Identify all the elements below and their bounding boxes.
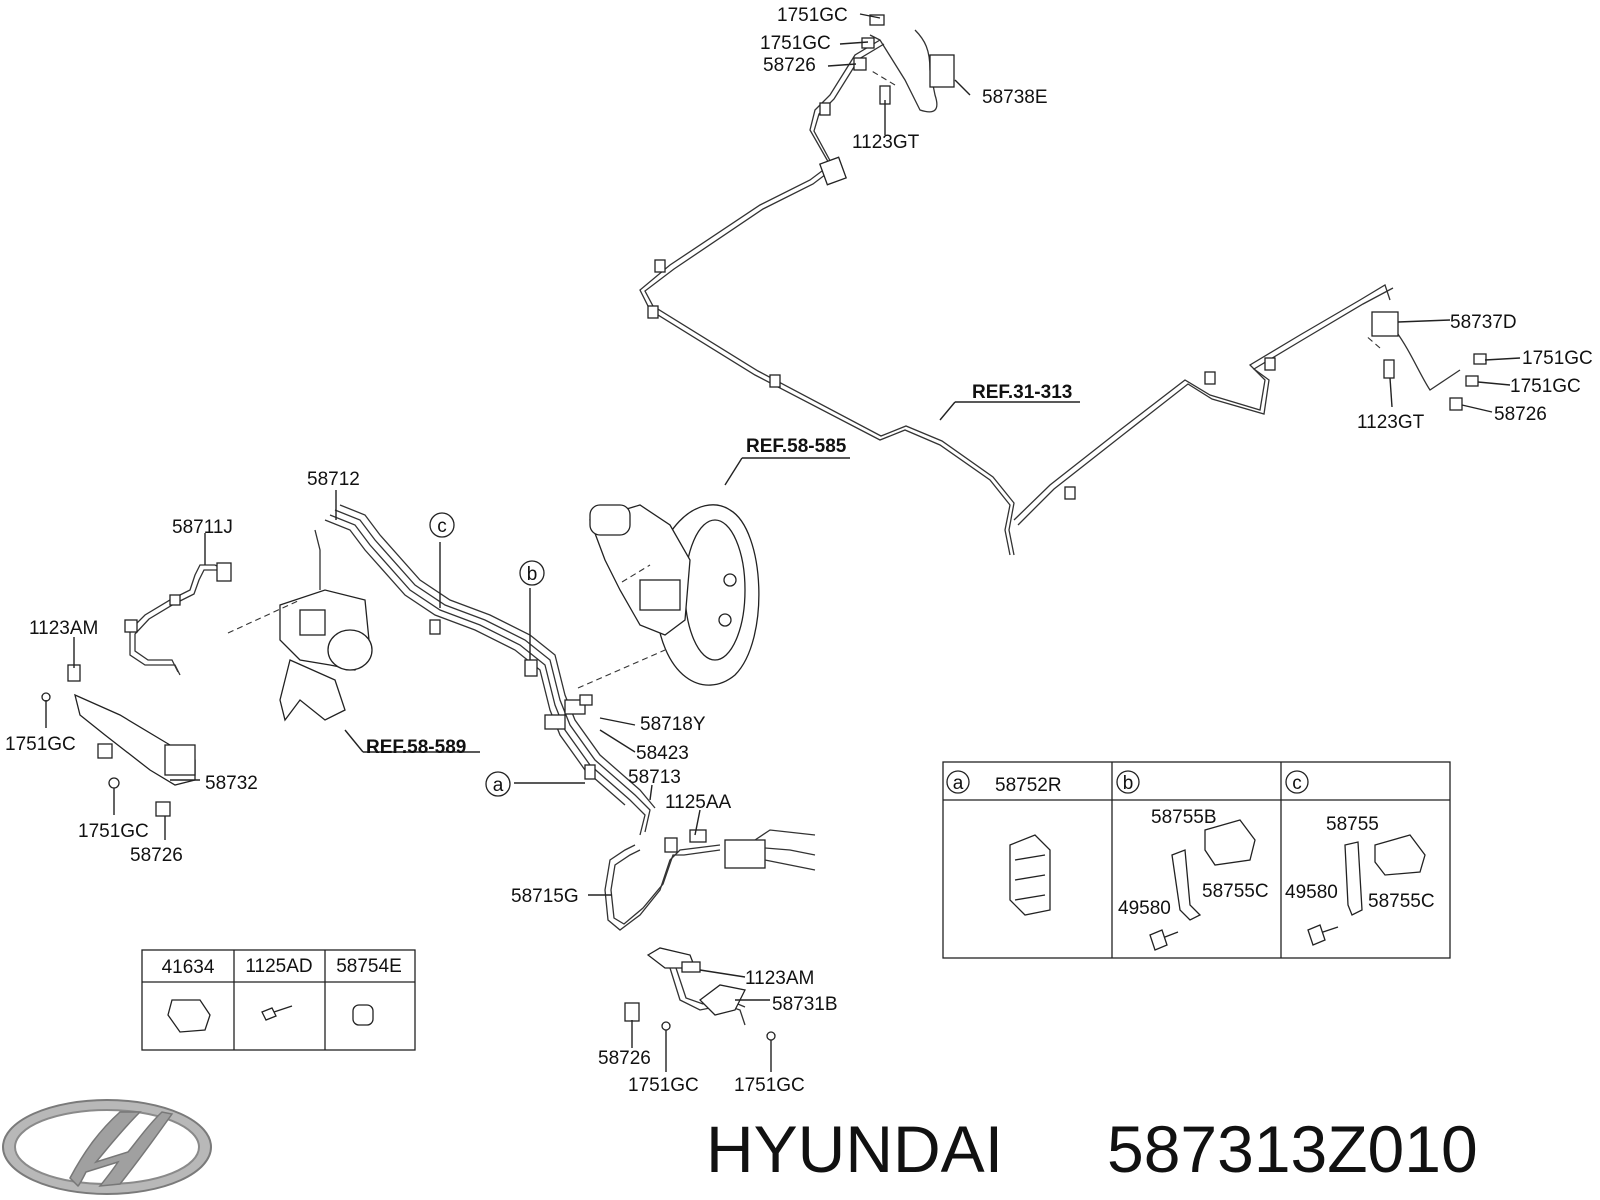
bolt-49580-c-icon — [1307, 924, 1339, 946]
callout-a: a — [493, 775, 504, 796]
label-58711j: 58711J — [172, 517, 233, 538]
bracket-58755b-icon — [1171, 849, 1202, 921]
table-part-49580-b: 49580 — [1118, 898, 1171, 919]
label-58726-d: 58726 — [598, 1048, 651, 1069]
clip-58755c-b-icon — [1204, 819, 1256, 866]
rear-brake-pipes — [639, 14, 1487, 556]
caption-part-number: 587313Z010 — [1107, 1112, 1478, 1186]
callouts: c b a — [429, 512, 545, 797]
label-1751gc-b: 1751GC — [760, 33, 831, 54]
label-1751gc-h: 1751GC — [734, 1075, 805, 1096]
abs-hydraulic-unit — [279, 589, 373, 722]
table-part-58755b: 58755B — [1151, 807, 1217, 828]
label-1751gc-c: 1751GC — [1522, 348, 1593, 369]
front-right-hose-bracket — [624, 947, 776, 1041]
bracket-58755-icon — [1344, 841, 1363, 916]
bolt-49580-b-icon — [1149, 929, 1179, 951]
table-header-1125ad: 1125AD — [245, 956, 312, 977]
label-1123gt-b: 1123GT — [1357, 412, 1425, 433]
label-1751gc-a: 1751GC — [777, 5, 848, 26]
label-1751gc-g: 1751GC — [628, 1075, 699, 1096]
table-part-58755c-c: 58755C — [1368, 891, 1435, 912]
label-1123am-a: 1123AM — [29, 618, 98, 639]
label-58715g: 58715G — [511, 886, 579, 907]
table-part-58755: 58755 — [1326, 814, 1379, 835]
label-58423: 58423 — [636, 743, 689, 764]
small-parts-table: 41634 1125AD 58754E — [141, 949, 416, 1051]
callout-b: b — [527, 564, 538, 585]
label-58732: 58732 — [205, 773, 258, 794]
label-58738e: 58738E — [982, 87, 1048, 108]
table-key-b: b — [1123, 773, 1134, 794]
part-labels: 1751GC 1751GC 58726 58738E 1123GT 58737D… — [5, 5, 1593, 1096]
label-58726-c: 58726 — [130, 845, 183, 866]
brake-booster-assembly — [589, 504, 760, 686]
clip-58755c-c-icon — [1374, 834, 1426, 876]
leader-lines — [45, 13, 1521, 1072]
label-58713: 58713 — [628, 767, 681, 788]
front-brake-pipes — [124, 504, 816, 931]
cap-58754e-icon — [352, 1004, 374, 1026]
label-58726-a: 58726 — [763, 55, 816, 76]
table-key-a: a — [953, 773, 964, 794]
clip-58752r-icon — [1009, 834, 1051, 916]
label-58718y: 58718Y — [640, 714, 706, 735]
label-1123am-b: 1123AM — [745, 968, 814, 989]
label-1123gt-a: 1123GT — [852, 132, 920, 153]
label-1751gc-f: 1751GC — [78, 821, 149, 842]
front-left-hose-bracket — [41, 664, 196, 817]
callout-c: c — [437, 516, 447, 537]
hyundai-logo — [2, 1099, 212, 1195]
label-1751gc-d: 1751GC — [1510, 376, 1581, 397]
dashed-connectors — [227, 69, 1381, 689]
clip-41634-icon — [167, 999, 211, 1033]
caption-brand: HYUNDAI — [706, 1112, 1003, 1186]
table-key-c: c — [1292, 773, 1302, 794]
label-1125aa: 1125AA — [665, 792, 732, 813]
label-ref-58-589: REF.58-589 — [366, 737, 466, 758]
table-header-58754e: 58754E — [336, 956, 402, 977]
label-58712: 58712 — [307, 469, 360, 490]
label-58731b: 58731B — [772, 994, 838, 1015]
label-ref-58-585: REF.58-585 — [746, 436, 847, 457]
table-part-58752r: 58752R — [995, 775, 1062, 796]
table-part-49580-c: 49580 — [1285, 882, 1338, 903]
table-header-41634: 41634 — [162, 957, 215, 978]
label-58726-b: 58726 — [1494, 404, 1547, 425]
label-ref-31-313: REF.31-313 — [972, 382, 1072, 403]
table-part-58755c-b: 58755C — [1202, 881, 1269, 902]
label-58737d: 58737D — [1450, 312, 1517, 333]
clip-parts-table: a 58752R b c 58755B 58755C 49580 58755 4… — [942, 761, 1451, 959]
label-1751gc-e: 1751GC — [5, 734, 76, 755]
bolt-1125ad-icon — [261, 1005, 293, 1021]
